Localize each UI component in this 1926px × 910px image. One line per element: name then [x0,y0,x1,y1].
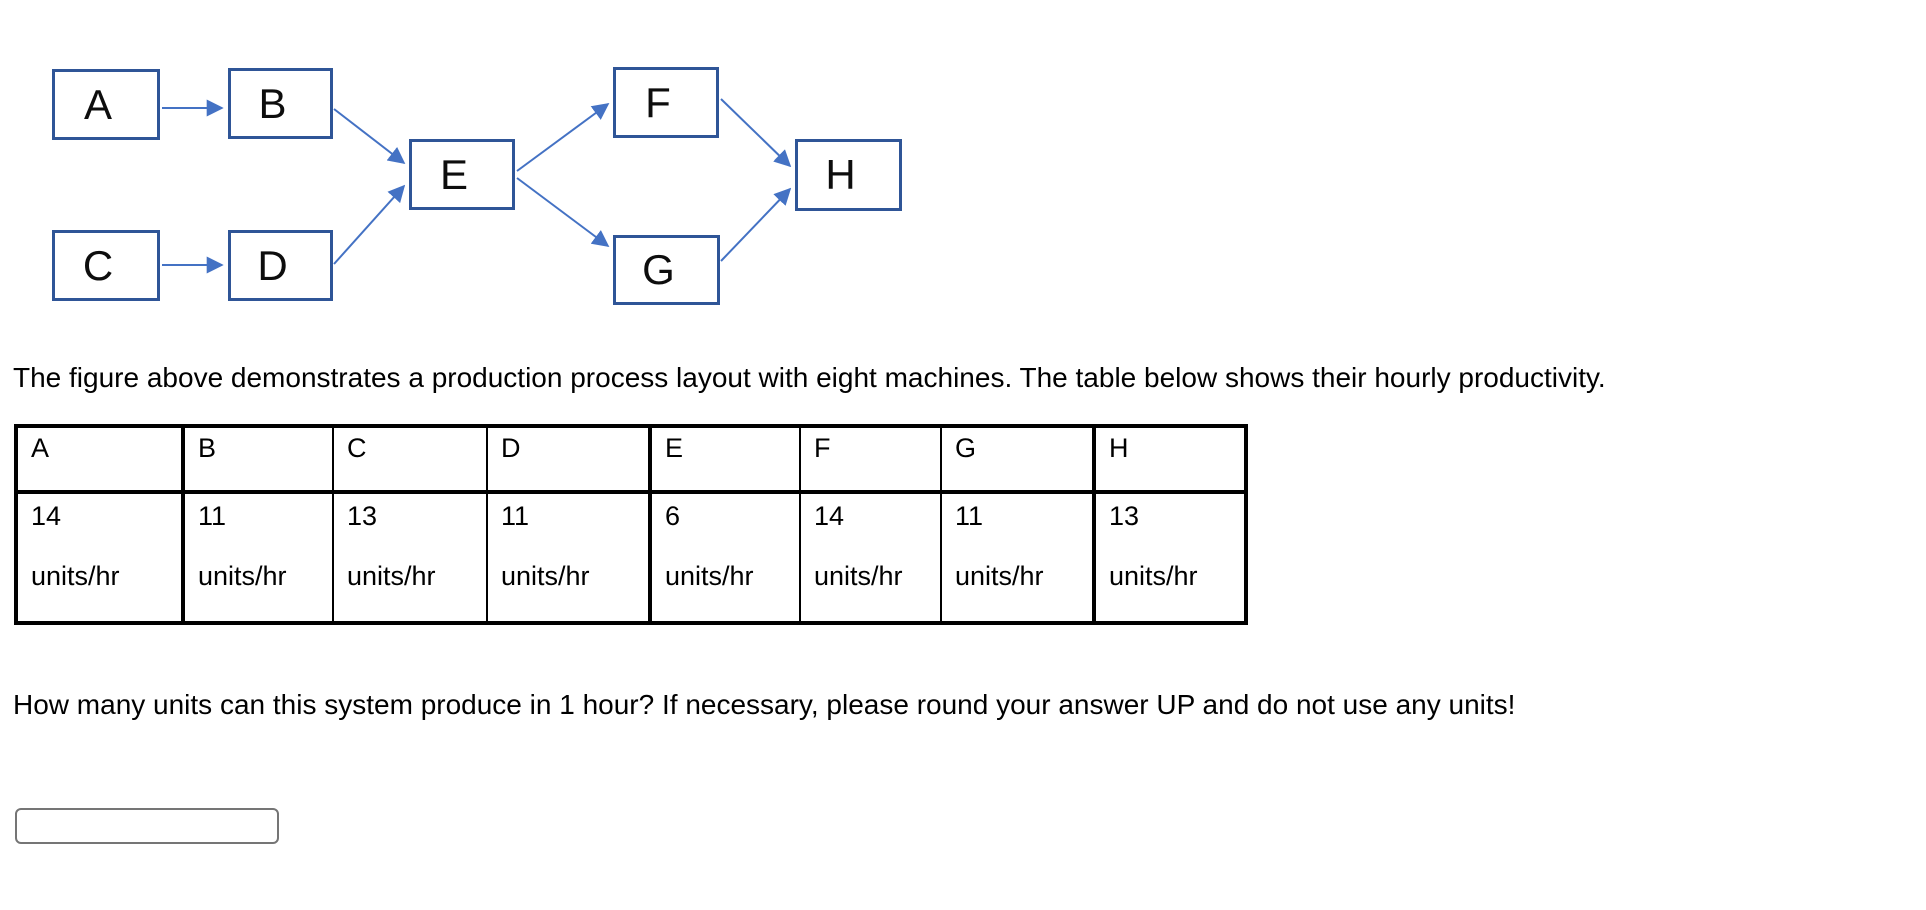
edge-e-f [516,102,610,172]
machine-label-a: A [83,80,112,128]
rate-f: 14 [814,501,845,531]
col-header-a: A [15,425,185,494]
unit-d: units/hr [501,561,590,591]
productivity-table: A B C D E F G H 14 units/hr 11 units/hr … [14,424,1248,625]
machine-node-g: G [613,235,720,305]
answer-input[interactable] [15,808,279,844]
intro-text: The figure above demonstrates a producti… [13,362,1606,393]
machine-node-f: F [613,67,719,138]
cell-machine-f: 14 units/hr [799,491,942,624]
col-header-f: F [799,425,942,494]
edge-e-g [516,177,610,248]
unit-h: units/hr [1109,561,1198,591]
unit-c: units/hr [347,561,436,591]
question-text: How many units can this system produce i… [13,689,1516,720]
rate-g: 11 [955,501,984,531]
table-values-row: 14 units/hr 11 units/hr 13 units/hr 11 u… [15,491,1247,624]
process-flow-diagram: A B C D E F G H [0,0,960,330]
machine-node-a: A [52,69,160,140]
rate-a: 14 [31,501,62,531]
edge-g-h [720,187,792,262]
cell-machine-h: 13 units/hr [1093,491,1247,624]
rate-c: 13 [347,501,378,531]
flow-arrows [162,98,792,274]
cell-machine-g: 11 units/hr [940,491,1096,624]
unit-b: units/hr [198,561,287,591]
machine-node-h: H [795,139,902,211]
machine-node-e: E [409,139,515,210]
machine-node-d: D [228,230,333,301]
col-header-g: G [940,425,1096,494]
col-header-d: D [486,425,652,494]
cell-machine-d: 11 units/hr [486,491,652,624]
col-header-c: C [332,425,488,494]
rate-h: 13 [1109,501,1140,531]
machine-label-e: E [439,150,468,198]
machine-label-c: C [82,241,114,289]
rate-e: 6 [665,501,681,531]
edge-f-h [720,98,792,168]
cell-machine-a: 14 units/hr [15,491,185,624]
unit-a: units/hr [31,561,120,591]
machine-label-d: D [257,241,288,289]
rate-d: 11 [501,501,530,531]
edge-b-e [333,108,406,165]
machine-label-b: B [258,79,287,127]
cell-machine-e: 6 units/hr [649,491,801,624]
edge-d-e [333,184,406,265]
cell-machine-c: 13 units/hr [332,491,488,624]
rate-b: 11 [198,501,227,531]
table-header-row: A B C D E F G H [15,425,1247,494]
col-header-b: B [182,425,334,494]
col-header-h: H [1093,425,1247,494]
machine-node-c: C [52,230,160,301]
cell-machine-b: 11 units/hr [182,491,334,624]
machine-node-b: B [228,68,333,139]
unit-e: units/hr [665,561,754,591]
col-header-e: E [649,425,801,494]
machine-label-g: G [642,246,675,293]
machine-label-h: H [825,151,856,198]
unit-f: units/hr [814,561,903,591]
machine-label-f: F [645,78,671,126]
unit-g: units/hr [955,561,1044,591]
